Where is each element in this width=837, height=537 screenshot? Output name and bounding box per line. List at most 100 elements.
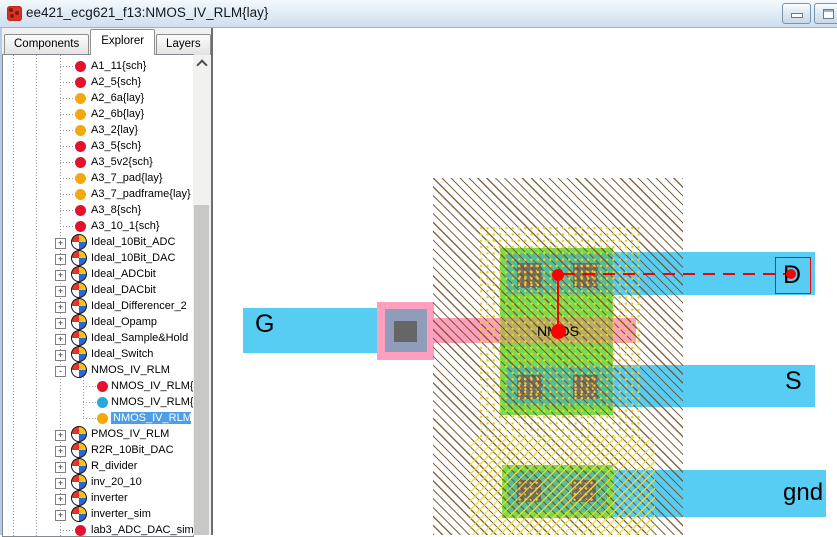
scroll-up-button[interactable] bbox=[193, 55, 210, 72]
tree-item-ideal-10bit-adc[interactable]: +Ideal_10Bit_ADC bbox=[3, 234, 191, 250]
tree-item-a3-7-padframe-lay[interactable]: A3_7_padframe{lay} bbox=[3, 186, 191, 202]
minimize-button[interactable] bbox=[782, 3, 811, 24]
tree-item-label: A3_5{sch} bbox=[91, 139, 142, 152]
well-contact-cut[interactable] bbox=[572, 480, 596, 502]
tree-connector bbox=[60, 530, 75, 531]
export-gate-label[interactable]: G bbox=[255, 310, 275, 338]
expand-expander-icon[interactable]: + bbox=[55, 253, 66, 265]
tree-item-label: Ideal_Sample&Hold bbox=[91, 331, 189, 344]
expand-expander-icon[interactable]: + bbox=[55, 477, 66, 489]
tree-item-a2-5-sch[interactable]: A2_5{sch} bbox=[3, 74, 191, 90]
poly-gate-right[interactable] bbox=[613, 318, 636, 343]
expand-expander-icon[interactable]: + bbox=[55, 461, 66, 473]
tree-connector bbox=[60, 98, 75, 99]
tree-connector bbox=[60, 226, 75, 227]
tree-item-ideal-differencer-2[interactable]: +Ideal_Differencer_2 bbox=[3, 298, 191, 314]
expand-expander-icon[interactable]: + bbox=[55, 301, 66, 313]
tree-item-a3-2-lay[interactable]: A3_2{lay} bbox=[3, 122, 191, 138]
tree-item-ideal-adcbit[interactable]: +Ideal_ADCbit bbox=[3, 266, 191, 282]
tree-item-label: R_divider bbox=[91, 459, 138, 472]
tree-connector bbox=[60, 210, 75, 211]
tree-item-label: A3_7_padframe{lay} bbox=[91, 187, 191, 200]
cell-group-icon bbox=[71, 330, 87, 346]
expand-expander-icon[interactable]: + bbox=[55, 269, 66, 281]
cell-group-icon bbox=[71, 458, 87, 474]
tree-item-a3-7-pad-lay[interactable]: A3_7_pad{lay} bbox=[3, 170, 191, 186]
tree-item-nmos-iv-rlm-s[interactable]: NMOS_IV_RLM{s bbox=[3, 378, 194, 394]
tree-item-a2-6b-lay[interactable]: A2_6b{lay} bbox=[3, 106, 191, 122]
tree-item-ideal-sample-hold[interactable]: + Ideal_Sample&Hold bbox=[3, 330, 191, 346]
cell-schematic-icon bbox=[75, 77, 86, 88]
cell-group-icon bbox=[71, 266, 87, 282]
well-contact-cut[interactable] bbox=[517, 480, 541, 502]
tree-item-label: NMOS_IV_RLM{l bbox=[111, 411, 194, 424]
tree-item-nmos-iv-rlm[interactable]: -NMOS_IV_RLM bbox=[3, 362, 191, 378]
cell-group-icon bbox=[71, 490, 87, 506]
expand-expander-icon[interactable]: + bbox=[55, 237, 66, 249]
collapse-expander-icon[interactable]: - bbox=[55, 365, 66, 377]
drain-contact-cut[interactable] bbox=[573, 263, 598, 288]
tree-item-inverter-sim[interactable]: +inverter_sim bbox=[3, 506, 191, 522]
expand-expander-icon[interactable]: + bbox=[55, 429, 66, 441]
tab-layers[interactable]: Layers bbox=[156, 34, 211, 55]
tree-item-nmos-iv-rlm-i[interactable]: NMOS_IV_RLM{i bbox=[3, 394, 193, 410]
expand-expander-icon[interactable]: + bbox=[55, 285, 66, 297]
chevron-up-icon bbox=[195, 59, 208, 71]
tree-item-a2-6a-lay[interactable]: A2_6a{lay} bbox=[3, 90, 191, 106]
tab-explorer[interactable]: Explorer bbox=[90, 29, 156, 55]
tree-item-label: R2R_10Bit_DAC bbox=[91, 443, 174, 456]
restore-icon bbox=[823, 9, 834, 19]
gate-metal-wire[interactable] bbox=[243, 308, 378, 353]
tree-item-ideal-dacbit[interactable]: +Ideal_DACbit bbox=[3, 282, 191, 298]
tree-item-lab3-adc-dac-sim[interactable]: lab3_ADC_DAC_sim bbox=[3, 522, 193, 536]
tree-item-label: NMOS_IV_RLM{s bbox=[111, 379, 194, 392]
expand-expander-icon[interactable]: + bbox=[55, 349, 66, 361]
expand-expander-icon[interactable]: + bbox=[55, 509, 66, 521]
tree-connector bbox=[83, 402, 96, 403]
tree-item-label: A3_10_1{sch} bbox=[91, 219, 160, 232]
export-ground-label[interactable]: gnd bbox=[783, 479, 824, 506]
tab-components[interactable]: Components bbox=[4, 34, 90, 55]
minimize-icon bbox=[790, 13, 803, 18]
panel-divider bbox=[211, 27, 213, 535]
tree-item-r2r-10bit-dac[interactable]: + R2R_10Bit_DAC bbox=[3, 442, 191, 458]
tree-guide-line bbox=[36, 55, 37, 536]
tree-item-ideal-switch[interactable]: +Ideal_Switch bbox=[3, 346, 191, 362]
window-edge bbox=[0, 27, 2, 535]
tree-item-ideal-10bit-dac[interactable]: +Ideal_10Bit_DAC bbox=[3, 250, 191, 266]
expand-expander-icon[interactable]: + bbox=[55, 317, 66, 329]
expand-expander-icon[interactable]: + bbox=[55, 445, 66, 457]
tree-item-pmos-iv-rlm[interactable]: +PMOS_IV_RLM bbox=[3, 426, 191, 442]
poly-contact-cut[interactable] bbox=[394, 321, 417, 342]
layout-canvas[interactable]: NMOS G D S gnd bbox=[213, 27, 837, 535]
tree-item-a3-8-sch[interactable]: A3_8{sch} bbox=[3, 202, 191, 218]
source-contact-cut[interactable] bbox=[517, 375, 542, 399]
device-anchor-dot bbox=[551, 324, 566, 339]
tree-item-a3-5v2-sch[interactable]: A3_5v2{sch} bbox=[3, 154, 191, 170]
tree-item-a3-5-sch[interactable]: A3_5{sch} bbox=[3, 138, 191, 154]
tree-item-nmos-iv-rlm-l[interactable]: NMOS_IV_RLM{l bbox=[3, 410, 194, 426]
tree-connector bbox=[83, 418, 96, 419]
expand-expander-icon[interactable]: + bbox=[55, 493, 66, 505]
source-contact-cut[interactable] bbox=[573, 375, 598, 399]
tree-item-a3-10-1-sch[interactable]: A3_10_1{sch} bbox=[3, 218, 191, 234]
tree-item-inverter[interactable]: + inverter bbox=[3, 490, 191, 506]
drain-contact-cut[interactable] bbox=[517, 263, 542, 288]
cell-schematic-icon bbox=[97, 381, 108, 392]
tree-item-a1-11-sch[interactable]: A1_11{sch} bbox=[3, 58, 191, 74]
scrollbar-thumb[interactable] bbox=[194, 205, 209, 535]
tree-connector bbox=[60, 82, 75, 83]
explorer-scrollbar[interactable] bbox=[193, 55, 210, 535]
poly-gate-left[interactable] bbox=[434, 318, 500, 343]
tree-item-r-divider[interactable]: + R_divider bbox=[3, 458, 191, 474]
cell-layout-icon bbox=[97, 413, 108, 424]
tree-item-inv-20-10[interactable]: +inv_20_10 bbox=[3, 474, 191, 490]
expand-expander-icon[interactable]: + bbox=[55, 333, 66, 345]
tree-item-label: inverter bbox=[91, 491, 128, 504]
tree-item-label: Ideal_Opamp bbox=[91, 315, 158, 328]
export-source-label[interactable]: S bbox=[785, 367, 802, 395]
cell-layout-icon bbox=[75, 173, 86, 184]
restore-button[interactable] bbox=[814, 3, 837, 24]
tree-item-ideal-opamp[interactable]: + Ideal_Opamp bbox=[3, 314, 191, 330]
